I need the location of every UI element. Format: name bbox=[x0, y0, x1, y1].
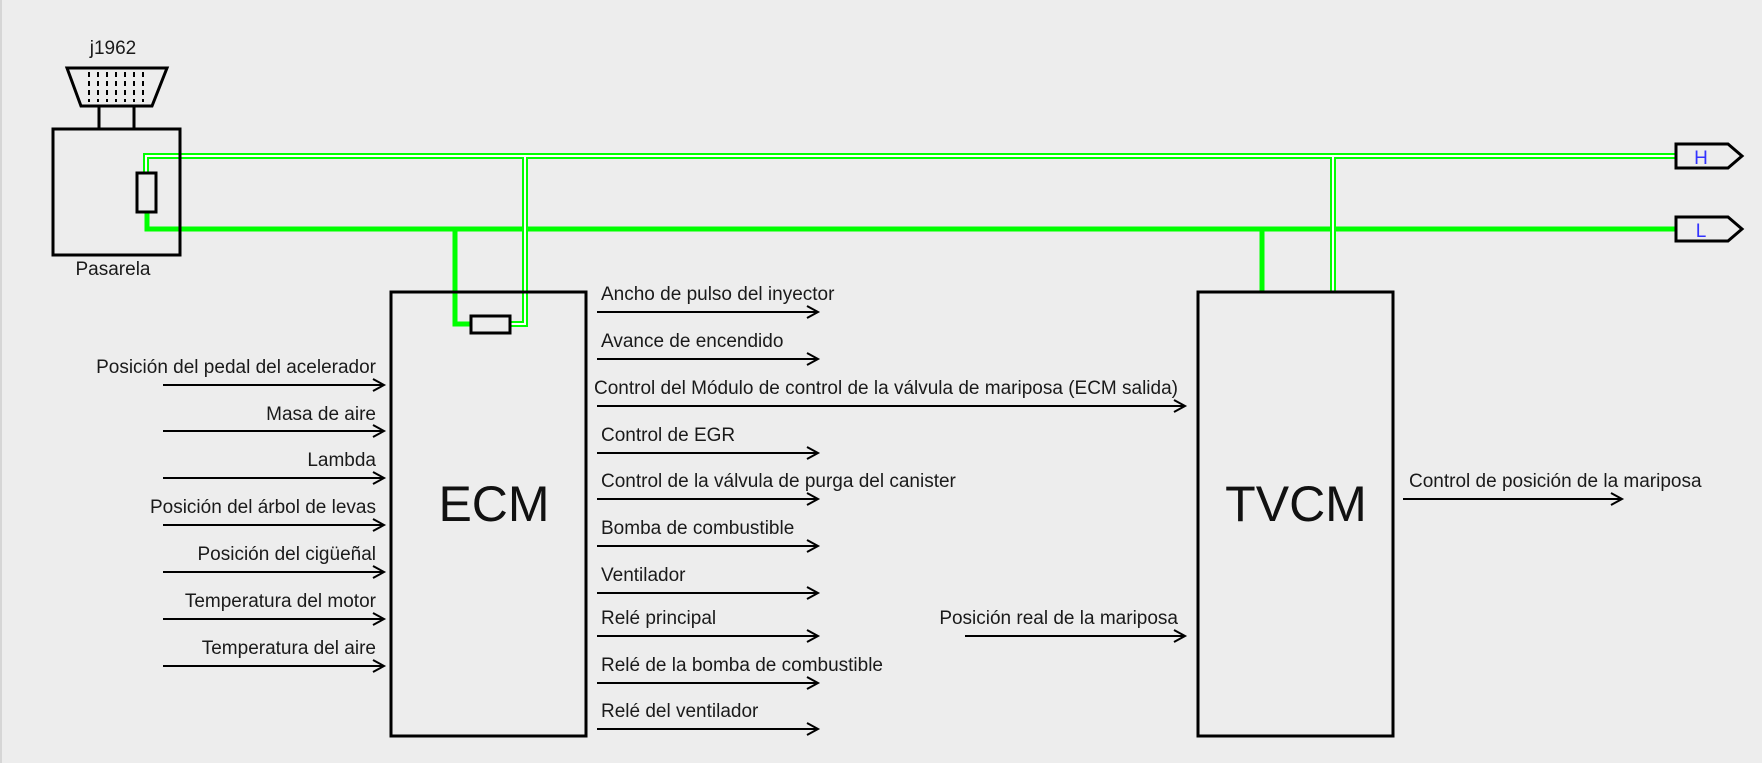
arrow-right-icon bbox=[1610, 492, 1625, 506]
arrow-right-icon bbox=[806, 446, 821, 460]
ecm-input-label: Temperatura del motor bbox=[185, 591, 377, 612]
arrow-right-icon bbox=[372, 612, 387, 626]
tvcm-input-signal: Posición real de la mariposa bbox=[939, 608, 1188, 643]
arrow-right-icon bbox=[372, 378, 387, 392]
ecm-input-signal: Masa de aire bbox=[163, 404, 387, 438]
can-low-drop-ecm bbox=[452, 226, 473, 327]
ecm-module[interactable]: ECM bbox=[389, 290, 588, 738]
arrow-right-icon bbox=[1173, 399, 1188, 413]
ecm-output-signal: Avance de encendido bbox=[597, 331, 821, 366]
tvcm-output-label: Control de posición de la mariposa bbox=[1409, 471, 1702, 492]
arrow-right-icon bbox=[806, 629, 821, 643]
ecm-output-signal: Relé del ventilador bbox=[597, 701, 821, 736]
ecm-output-signal: Ventilador bbox=[597, 565, 821, 600]
arrow-right-icon bbox=[372, 565, 387, 579]
arrow-right-icon bbox=[372, 471, 387, 485]
ecm-inputs: Posición del pedal del acelerador Masa d… bbox=[96, 357, 387, 673]
can-high-bus bbox=[143, 153, 1675, 327]
ecm-input-signal: Temperatura del motor bbox=[163, 591, 387, 626]
gateway-label: Pasarela bbox=[76, 259, 151, 280]
ecm-input-signal: Lambda bbox=[163, 450, 387, 485]
arrow-right-icon bbox=[1173, 629, 1188, 643]
obd-connector-icon bbox=[64, 66, 170, 129]
ecm-input-label: Temperatura del aire bbox=[202, 638, 376, 659]
ecm-output-label: Relé del ventilador bbox=[601, 701, 759, 722]
ecm-output-label: Relé principal bbox=[601, 608, 716, 629]
ecm-input-signal: Posición del pedal del acelerador bbox=[96, 357, 387, 392]
ecm-output-signal: Control de la válvula de purga del canis… bbox=[597, 471, 957, 506]
ecm-input-signal: Posición del árbol de levas bbox=[150, 497, 387, 532]
tvcm-output-signal: Control de posición de la mariposa bbox=[1403, 471, 1702, 506]
ecm-output-signal: Ancho de pulso del inyector bbox=[597, 284, 835, 319]
bus-tag-high-label: H bbox=[1694, 148, 1708, 169]
can-bus-wiring bbox=[143, 153, 1678, 327]
ecm-output-label: Avance de encendido bbox=[601, 331, 783, 352]
ecm-input-signal: Temperatura del aire bbox=[163, 638, 387, 673]
arrow-right-icon bbox=[372, 518, 387, 532]
arrow-right-icon bbox=[806, 305, 821, 319]
ecm-output-label: Relé de la bomba de combustible bbox=[601, 655, 883, 676]
ecm-input-label: Posición del cigüeñal bbox=[197, 544, 376, 565]
arrow-right-icon bbox=[806, 722, 821, 736]
tvcm-input-label: Posición real de la mariposa bbox=[939, 608, 1178, 629]
arrow-right-icon bbox=[806, 586, 821, 600]
ecm-label: ECM bbox=[438, 476, 549, 532]
ecm-output-label: Control del Módulo de control de la válv… bbox=[594, 378, 1178, 399]
bus-tag-low-label: L bbox=[1696, 221, 1707, 242]
ecm-input-label: Posición del pedal del acelerador bbox=[96, 357, 377, 378]
ecm-output-label: Ancho de pulso del inyector bbox=[601, 284, 835, 305]
ecm-output-label: Control de EGR bbox=[601, 425, 735, 446]
arrow-right-icon bbox=[372, 659, 387, 673]
ecm-output-label: Ventilador bbox=[601, 565, 686, 586]
gateway-module[interactable] bbox=[51, 127, 182, 257]
tvcm-module[interactable]: TVCM bbox=[1196, 290, 1395, 738]
ecm-input-signal: Posición del cigüeñal bbox=[163, 544, 387, 579]
ecm-input-label: Lambda bbox=[307, 450, 376, 471]
tvcm-label: TVCM bbox=[1225, 476, 1367, 532]
arrow-right-icon bbox=[806, 539, 821, 553]
connector-label: j1962 bbox=[89, 38, 137, 59]
ecm-output-label: Bomba de combustible bbox=[601, 518, 794, 539]
ecm-output-signal: Relé principal bbox=[597, 608, 821, 643]
arrow-right-icon bbox=[806, 352, 821, 366]
ecm-outputs: Ancho de pulso del inyector Avance de en… bbox=[594, 284, 1188, 736]
gateway-terminator-resistor bbox=[135, 171, 158, 214]
arrow-right-icon bbox=[806, 492, 821, 506]
ecm-output-signal: Relé de la bomba de combustible bbox=[597, 655, 883, 690]
bus-tag-low[interactable]: L bbox=[1674, 215, 1745, 243]
arrow-right-icon bbox=[806, 676, 821, 690]
ecm-input-label: Masa de aire bbox=[266, 404, 376, 425]
can-low-bus bbox=[144, 210, 1678, 232]
ecm-input-label: Posición del árbol de levas bbox=[150, 497, 376, 518]
ecm-output-label: Control de la válvula de purga del canis… bbox=[601, 471, 957, 492]
ecm-output-signal: Bomba de combustible bbox=[597, 518, 821, 553]
ecm-output-signal: Control de EGR bbox=[597, 425, 821, 460]
arrow-right-icon bbox=[372, 424, 387, 438]
ecm-terminator-resistor bbox=[469, 314, 512, 335]
bus-tag-high[interactable]: H bbox=[1674, 142, 1745, 170]
ecm-output-signal-to-tvcm: Control del Módulo de control de la válv… bbox=[594, 378, 1188, 413]
